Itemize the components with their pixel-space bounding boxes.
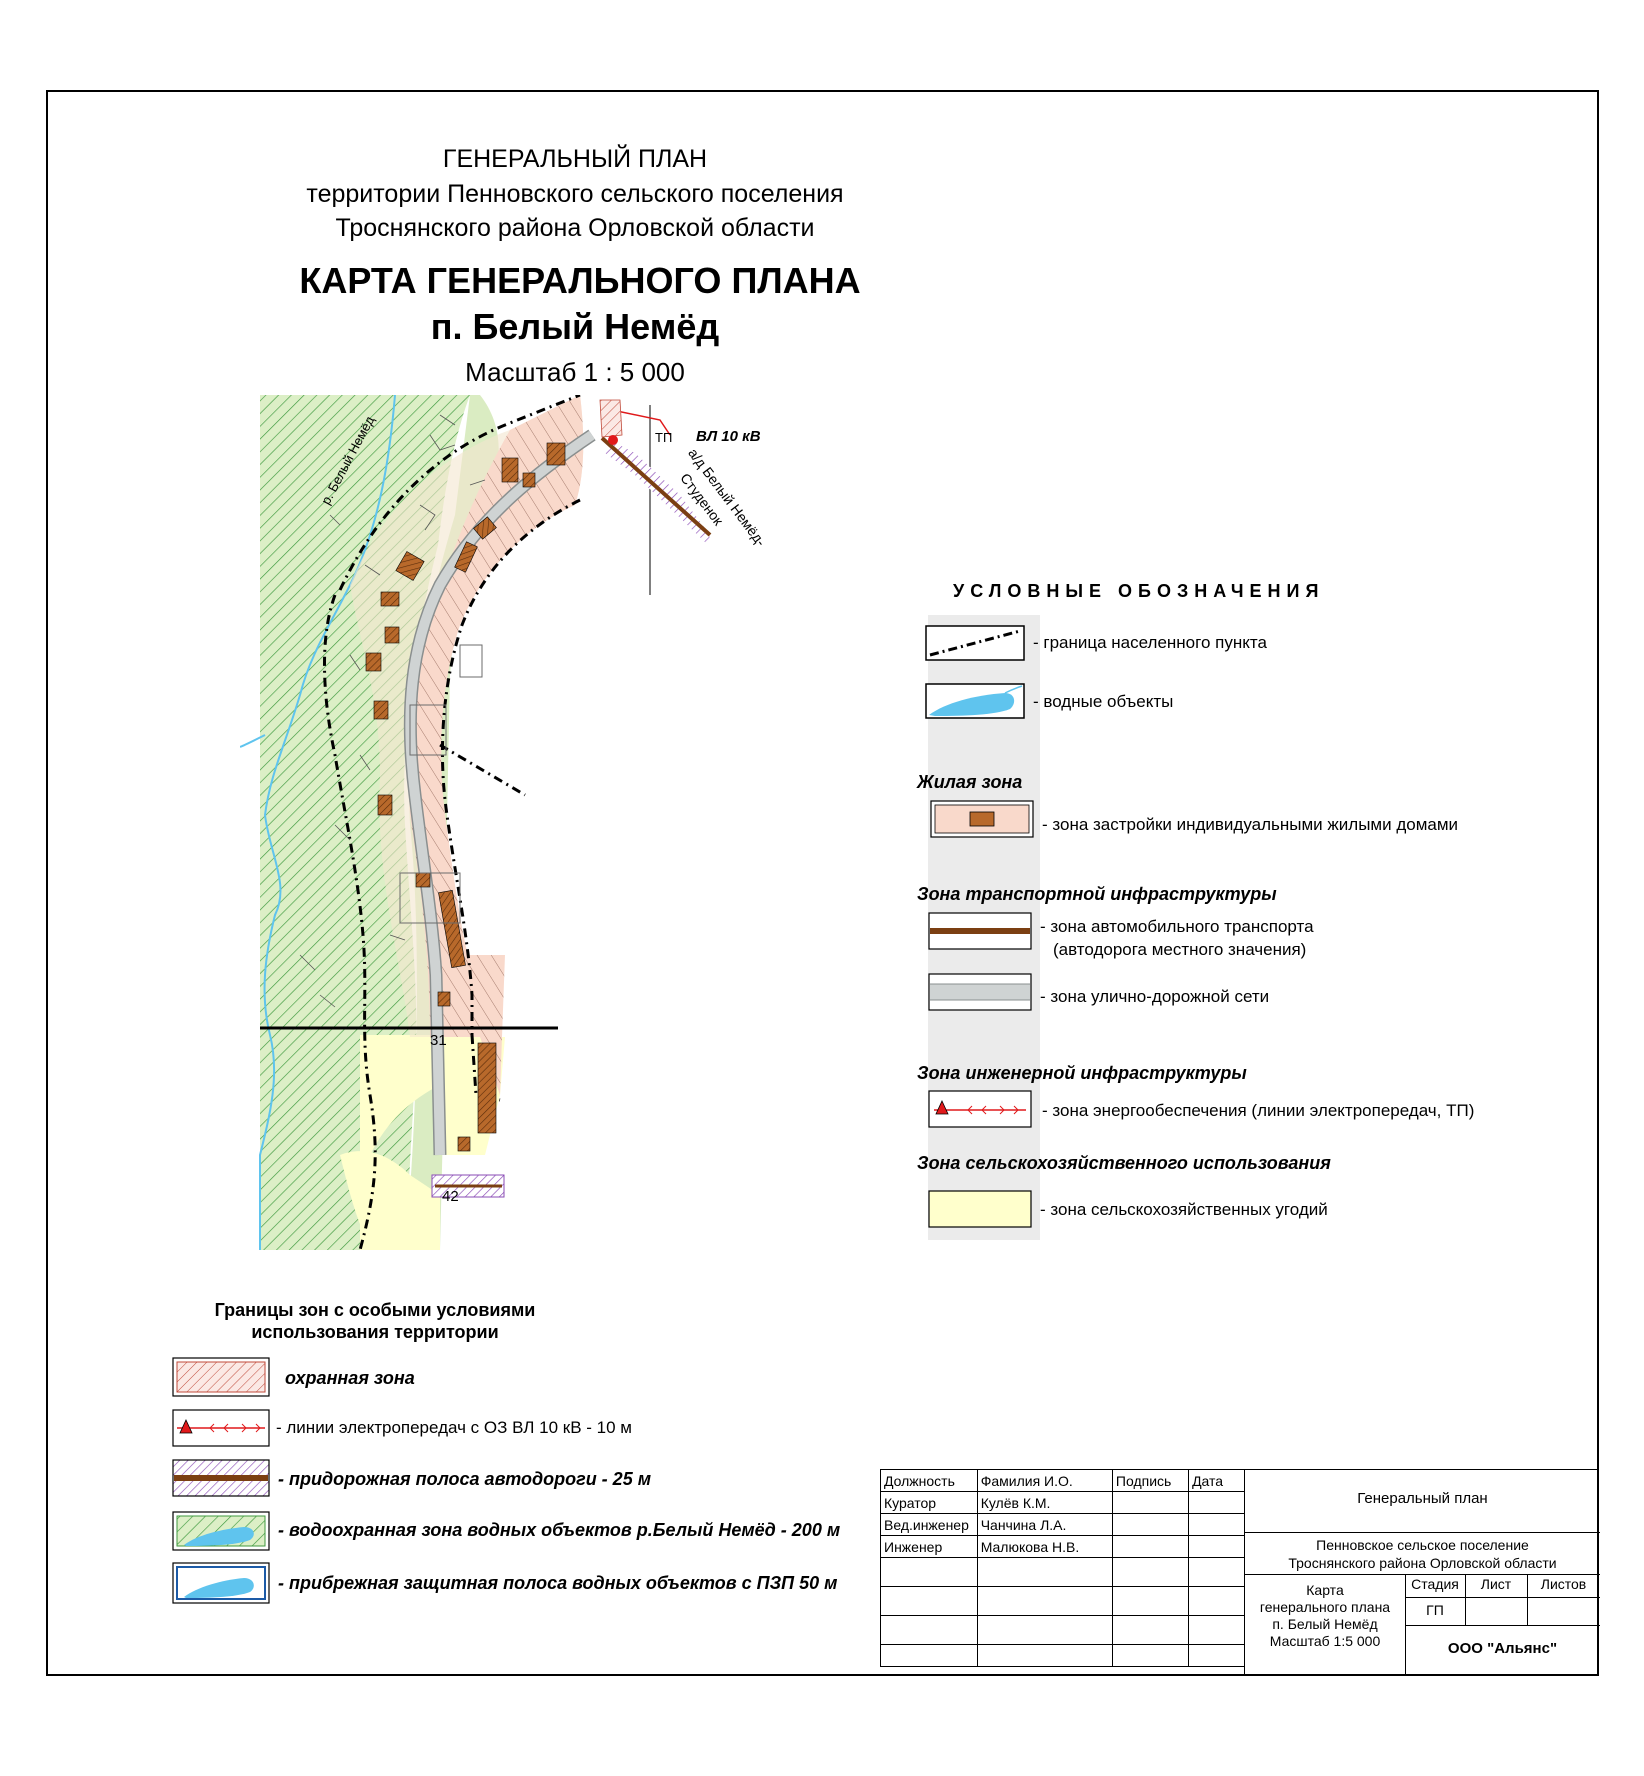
power-line-zone-swatch: [172, 1409, 270, 1447]
stamp-col-name: Фамилия И.О.: [976, 1469, 1113, 1492]
stamp-sheet-3: п. Белый Немёд: [1272, 1616, 1378, 1632]
stamp-sheet-2: генерального плана: [1259, 1599, 1391, 1615]
stamp-stage-value: ГП: [1426, 1602, 1444, 1618]
legend-boundary: - граница населенного пункта: [1033, 633, 1267, 652]
special-zone-coastal: - прибрежная защитная полоса водных объе…: [278, 1573, 838, 1593]
stamp-position: Куратор: [880, 1491, 978, 1514]
map-subtitle: п. Белый Немёд: [430, 306, 720, 347]
agri-swatch: [928, 1190, 1032, 1228]
water-protection-zone-swatch: [172, 1511, 270, 1551]
stamp-position: Инженер: [880, 1535, 978, 1558]
water-swatch: [925, 683, 1025, 719]
special-zones-title-2: использования территории: [251, 1322, 499, 1342]
special-zone-roadside: - придорожная полоса автодороги - 25 м: [278, 1469, 652, 1489]
legend-agri: - зона сельскохозяйственных угодий: [1040, 1200, 1328, 1219]
stamp-name: Чанчина Л.А.: [976, 1513, 1113, 1536]
header-line3: Троснянского района Орловской области: [335, 214, 815, 242]
boundary-swatch: [925, 625, 1025, 661]
stamp-sheet-4: Масштаб 1:5 000: [1269, 1633, 1381, 1649]
power-line-label: ВЛ 10 кВ: [696, 428, 761, 445]
stamp-signatures: Должность Фамилия И.О. Подпись Дата Кура…: [880, 1469, 1245, 1667]
stamp-col-date: Дата: [1188, 1469, 1245, 1492]
stamp-place-1: Пенновское сельское поселение: [1316, 1537, 1529, 1553]
stamp-sheets-label: Листов: [1540, 1576, 1587, 1592]
special-zone-power-lines: - линии электропередач с ОЗ ВЛ 10 кВ - 1…: [276, 1418, 632, 1437]
plot-number-42: 42: [442, 1188, 459, 1205]
special-zone-protection: охранная зона: [285, 1368, 415, 1388]
stamp-col-signature: Подпись: [1111, 1469, 1190, 1492]
stamp-sheet-1: Карта: [1306, 1582, 1344, 1598]
special-zones-title-1: Границы зон с особыми условиями: [214, 1300, 536, 1320]
auto-transport-swatch: [928, 912, 1032, 950]
legend-energy: - зона энергообеспечения (линии электроп…: [1042, 1101, 1475, 1120]
substation-label: ТП: [655, 430, 673, 445]
stamp-position: Вед.инженер: [880, 1513, 978, 1536]
header-line1: ГЕНЕРАЛЬНЫЙ ПЛАН: [442, 145, 708, 173]
sheet-frame: [46, 90, 1599, 1676]
settlement-map: [240, 395, 712, 1250]
legend-residential: - зона застройки индивидуальными жилыми …: [1042, 815, 1459, 834]
legend-auto-transport-2: (автодорога местного значения): [1053, 940, 1307, 959]
stamp-company: ООО "Альянс": [1447, 1640, 1558, 1657]
legend-group-engineering: Зона инженерной инфраструктуры: [917, 1063, 1247, 1083]
special-zone-water-protection: - водоохранная зона водных объектов р.Бе…: [278, 1520, 841, 1540]
stamp-stage-label: Стадия: [1411, 1576, 1459, 1592]
residential-swatch: [930, 800, 1034, 838]
map-scale: Масштаб 1 : 5 000: [465, 357, 685, 387]
legend-title: УСЛОВНЫЕ ОБОЗНАЧЕНИЯ: [953, 581, 1325, 601]
roadside-zone-swatch: [172, 1459, 270, 1497]
stamp-name: Малюкова Н.В.: [976, 1535, 1113, 1558]
coastal-zone-swatch: [172, 1562, 270, 1604]
legend-water: - водные объекты: [1033, 692, 1174, 711]
stamp-place-2: Троснянского района Орловской области: [1288, 1555, 1557, 1571]
plot-number-31: 31: [430, 1032, 447, 1049]
legend-street-network: - зона улично-дорожной сети: [1040, 987, 1270, 1006]
stamp-project: Генеральный план: [1357, 1490, 1488, 1507]
street-network-swatch: [928, 973, 1032, 1011]
legend-group-agri: Зона сельскохозяйственного использования: [917, 1153, 1331, 1173]
energy-swatch: [928, 1090, 1032, 1128]
stamp-col-position: Должность: [880, 1469, 978, 1492]
stamp-sheet-label: Лист: [1480, 1576, 1512, 1592]
stamp-name: Кулёв К.М.: [976, 1491, 1113, 1514]
legend-group-transport: Зона транспортной инфраструктуры: [917, 884, 1277, 904]
stamp-right-block: Генеральный план Пенновское сельское пос…: [1244, 1469, 1600, 1676]
map-title: КАРТА ГЕНЕРАЛЬНОГО ПЛАНА: [299, 260, 861, 301]
legend-auto-transport-1: - зона автомобильного транспорта: [1040, 917, 1314, 936]
protection-zone-swatch: [172, 1357, 270, 1397]
header-line2: территории Пенновского сельского поселен…: [306, 180, 844, 208]
legend-group-residential: Жилая зона: [917, 772, 1023, 792]
